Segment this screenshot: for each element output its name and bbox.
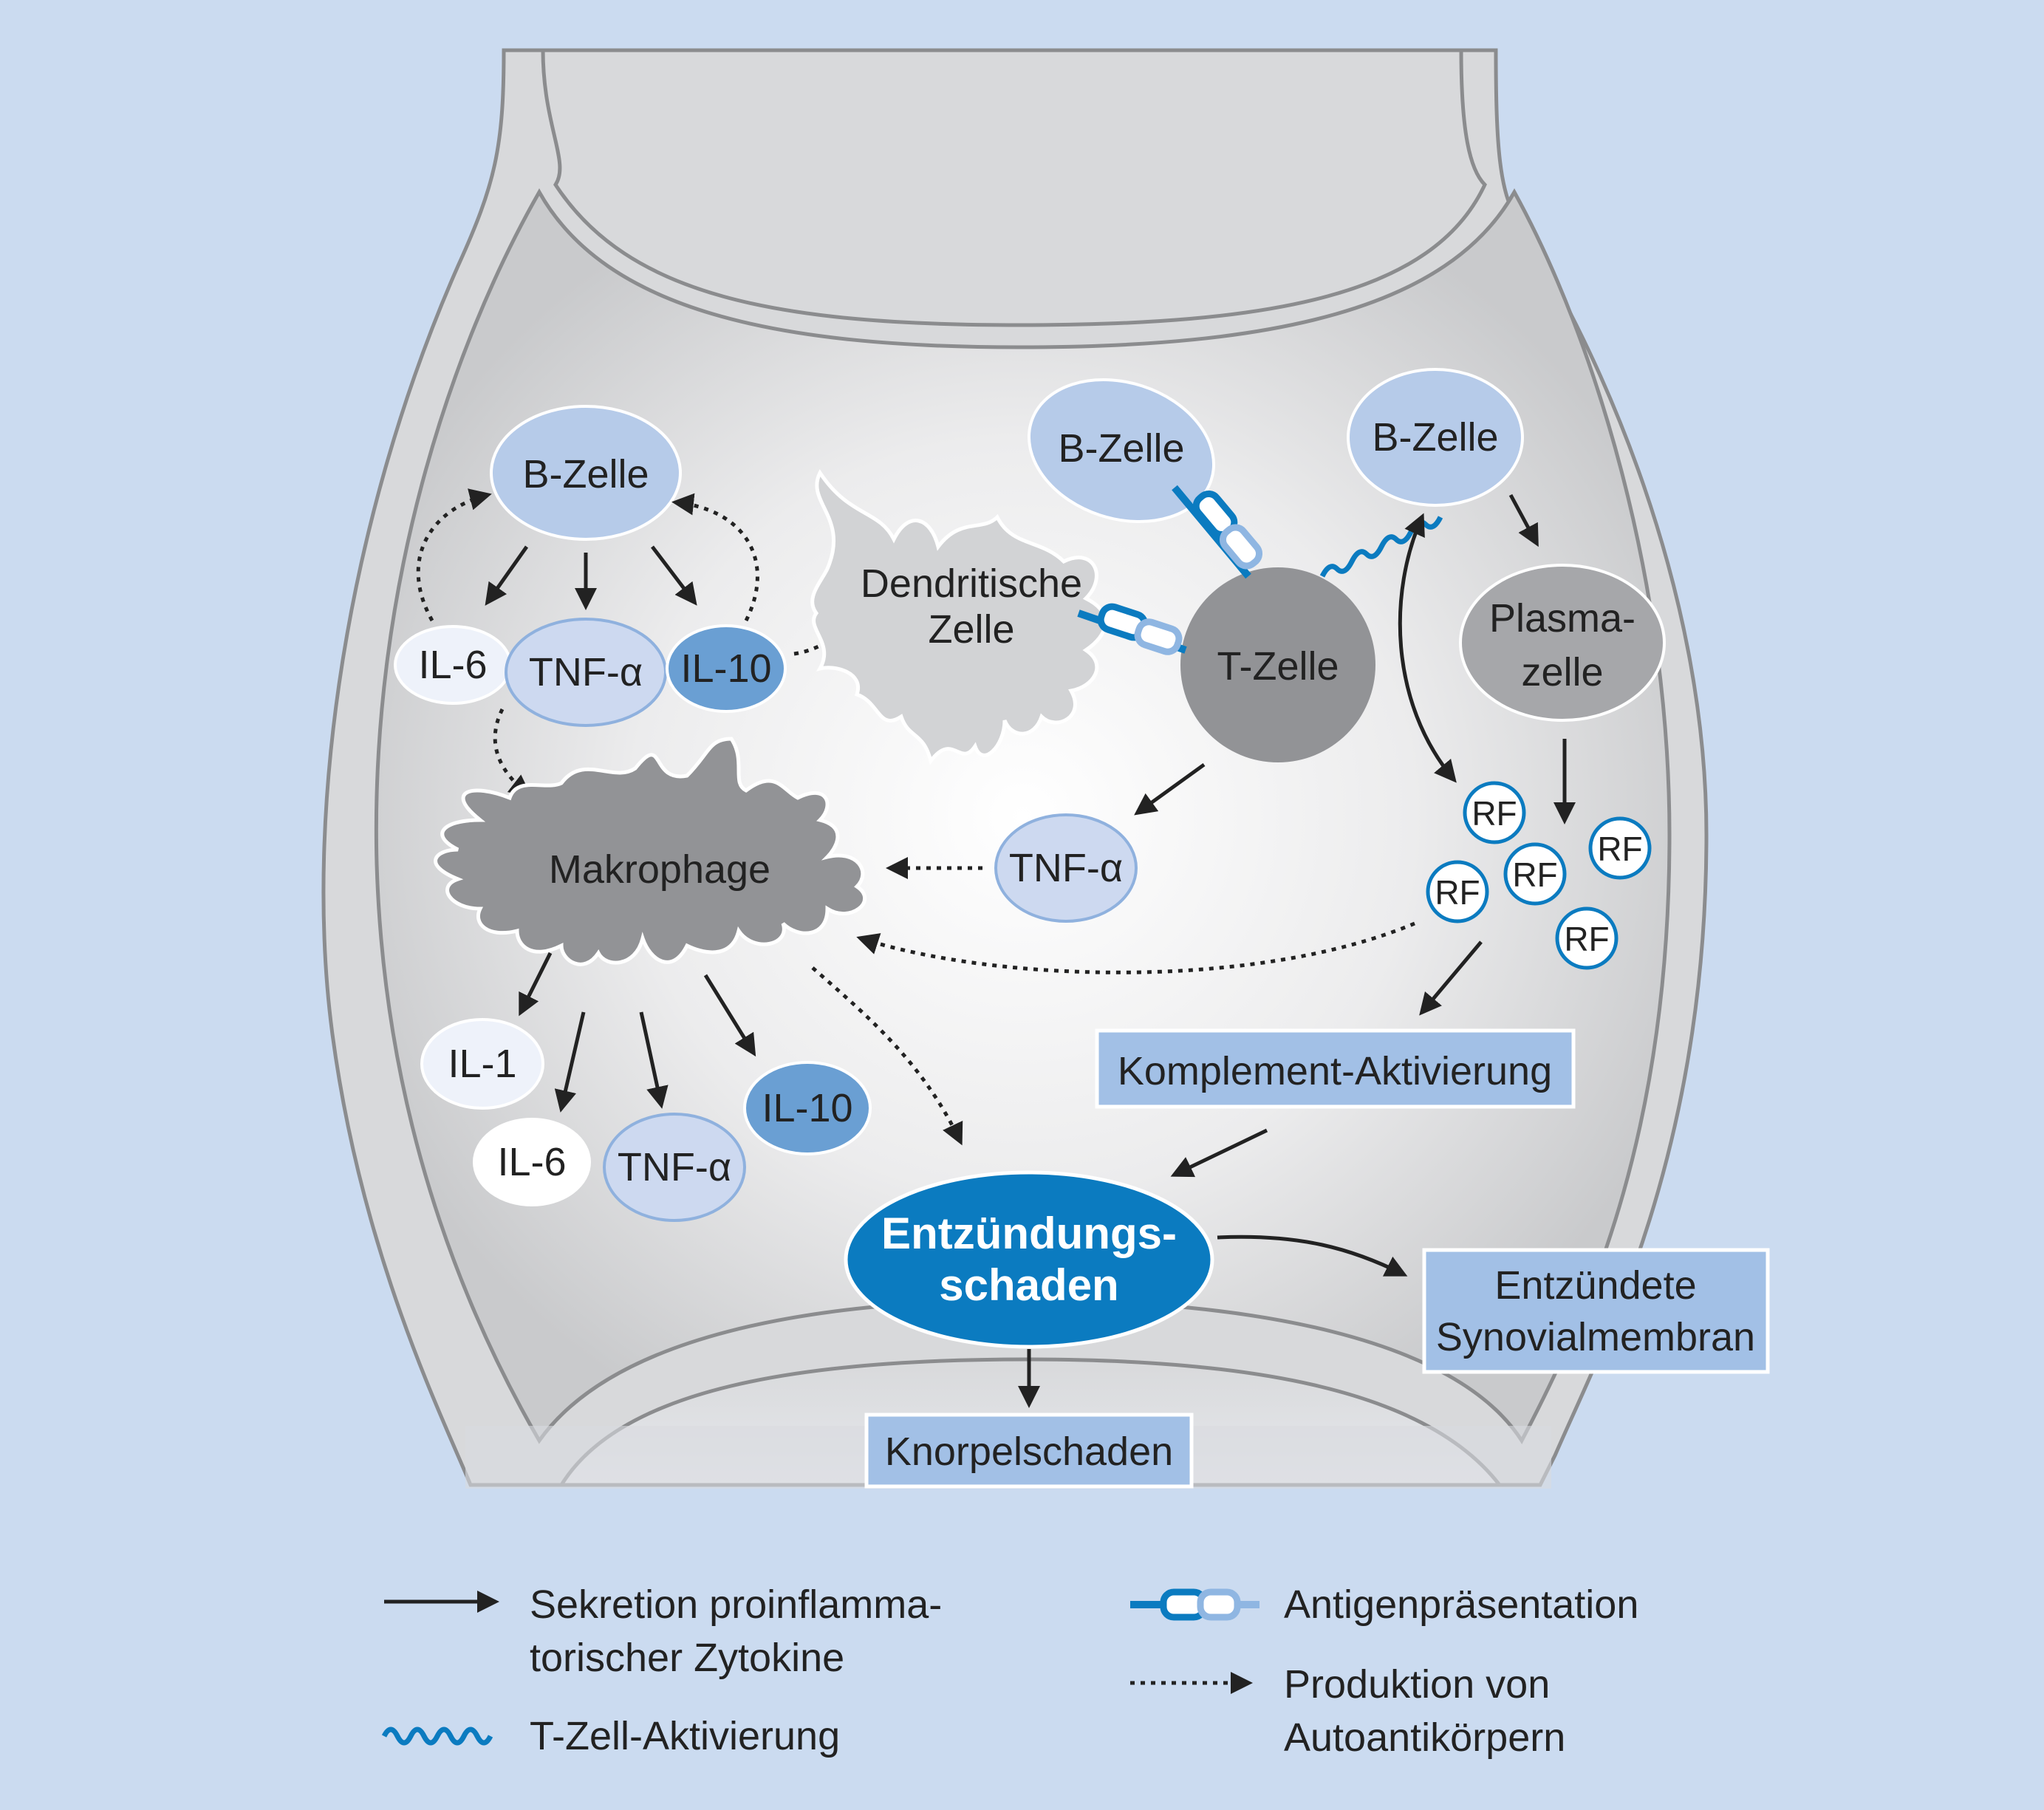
il1-label: IL-1 — [448, 1042, 516, 1086]
legend: Sekretion proinflamma- torischer Zytokin… — [381, 1582, 1638, 1760]
dendritic-label-1: Dendritische — [861, 561, 1082, 606]
legend-autoantibody-2: Autoantikörpern — [1284, 1715, 1565, 1760]
il6-upper-label: IL-6 — [418, 643, 487, 687]
il10-lower — [743, 1061, 872, 1155]
dendritic-label-2: Zelle — [928, 607, 1014, 652]
komplement-box — [1095, 1028, 1576, 1109]
entzuendung-label-2: schaden — [939, 1260, 1118, 1310]
entzuendung-label-1: Entzündungs- — [881, 1209, 1177, 1258]
arrow-m-to-il10 — [703, 974, 756, 1057]
entzuendungsschaden — [844, 1170, 1214, 1349]
il10-upper — [666, 624, 787, 713]
arrow-damage-to-synovial — [1217, 1234, 1408, 1277]
plasma-label-2: zelle — [1521, 650, 1603, 694]
il10-lower-label: IL-10 — [762, 1086, 852, 1130]
rf-5 — [1555, 906, 1619, 970]
rf-2-label: RF — [1597, 830, 1642, 868]
tnf-upper — [505, 618, 667, 727]
legend-antigen: Antigenpräsentation — [1284, 1582, 1638, 1627]
rf-5-label: RF — [1564, 920, 1609, 958]
rf-group: RF RF RF RF RF — [1426, 781, 1652, 970]
b-cell-right-label: B-Zelle — [1372, 415, 1498, 460]
b-cell-mid-label: B-Zelle — [1058, 426, 1184, 471]
b-cell-left — [490, 405, 682, 541]
plasma-cell — [1459, 564, 1666, 722]
dotted-il10-to-b — [671, 493, 759, 622]
legend-autoantibody-1: Produktion von — [1284, 1662, 1550, 1707]
legend-antigen-icon — [1130, 1588, 1259, 1621]
rf-1 — [1463, 781, 1526, 844]
legend-wave — [381, 1727, 493, 1746]
rf-2 — [1588, 816, 1652, 880]
il10-upper-label: IL-10 — [680, 646, 771, 691]
rf-4-label: RF — [1435, 873, 1480, 912]
makrophage-label: Makrophage — [549, 847, 770, 892]
arrow-b-to-il10 — [651, 545, 697, 606]
antigen-presentation-b-t — [1172, 485, 1263, 579]
rf-3-label: RF — [1512, 856, 1557, 894]
arrow-b-to-il6 — [485, 545, 529, 606]
dotted-il6-to-b — [416, 488, 492, 622]
tnf-upper-label: TNF-α — [529, 650, 643, 694]
rf-4 — [1426, 860, 1489, 923]
tnf-mid-label: TNF-α — [1009, 846, 1123, 890]
arrow-m-to-il6 — [554, 1011, 586, 1113]
tnf-lower — [603, 1113, 746, 1222]
arrow-m-to-il1 — [519, 952, 553, 1017]
arrow-rf-to-komplement — [1419, 940, 1483, 1016]
upper-bone — [541, 48, 1488, 327]
dotted-rf-to-makrophage — [856, 921, 1415, 974]
il6-lower — [473, 1118, 591, 1206]
tnf-lower-label: TNF-α — [618, 1145, 731, 1189]
dotted-makrophage-to-damage — [811, 966, 963, 1146]
plasma-label-1: Plasma- — [1489, 596, 1635, 641]
arrow-m-to-tnf — [639, 1011, 669, 1109]
t-cell — [1180, 567, 1375, 762]
il1 — [420, 1018, 544, 1110]
b-cell-right — [1347, 368, 1524, 507]
knorpel-label: Knorpelschaden — [885, 1430, 1173, 1474]
b-cell-left-label: B-Zelle — [522, 452, 649, 496]
dendritic-cell — [810, 469, 1107, 765]
b-cell-mid — [1027, 378, 1216, 524]
antigen-presentation-dc-t — [1077, 603, 1187, 655]
il6-lower-label: IL-6 — [497, 1140, 566, 1184]
arrow-b-to-plasma — [1508, 494, 1539, 547]
synovial-label-1: Entzündete — [1494, 1263, 1696, 1308]
komplement-label: Komplement-Aktivierung — [1118, 1049, 1552, 1093]
arrow-b-rf-bidirectional — [1398, 513, 1457, 783]
legend-secretion-2: torischer Zytokine — [530, 1636, 844, 1680]
synovial-box — [1422, 1248, 1770, 1374]
rf-1-label: RF — [1472, 794, 1517, 833]
tnf-mid — [994, 813, 1138, 923]
arrow-komplement-to-damage — [1170, 1128, 1268, 1178]
synovial-label-2: Synovialmembran — [1436, 1315, 1755, 1359]
t-cell-label: T-Zelle — [1217, 644, 1339, 689]
rf-3 — [1503, 842, 1567, 906]
legend-t-activation: T-Zell-Aktivierung — [530, 1714, 840, 1758]
arrow-t-to-tnf — [1134, 762, 1206, 816]
knorpel-box — [864, 1413, 1194, 1489]
dotted-tnf-to-makrophage — [493, 708, 532, 797]
makrophage — [434, 737, 867, 966]
legend-secretion-1: Sekretion proinflamma- — [530, 1582, 942, 1627]
